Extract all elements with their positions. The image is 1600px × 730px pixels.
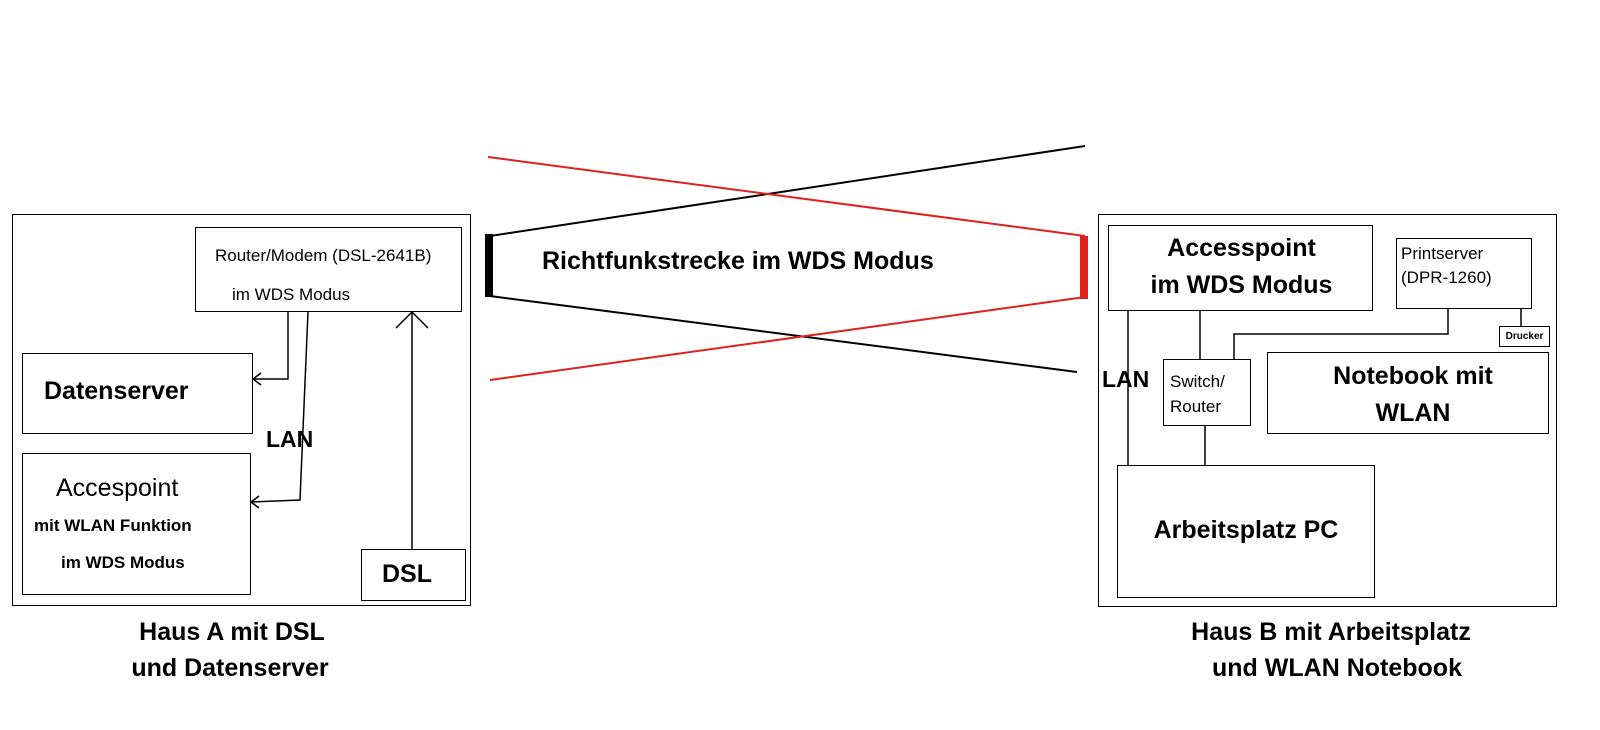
accesspoint-a-line2: mit WLAN Funktion xyxy=(34,516,192,535)
dataserver-box: Datenserver xyxy=(22,353,253,434)
router-label-line2: im WDS Modus xyxy=(232,285,351,304)
house-a-caption-line1: Haus A mit DSL xyxy=(139,618,325,646)
notebook-box: Notebook mit WLAN xyxy=(1267,352,1549,434)
switch-router-box: Switch/ Router xyxy=(1163,359,1251,426)
antenna-b xyxy=(1080,236,1088,299)
accesspoint-a-line3: im WDS Modus xyxy=(61,553,185,572)
accesspoint-b-box: Accesspoint im WDS Modus xyxy=(1108,225,1373,311)
house-a-caption-line2: und Datenserver xyxy=(131,654,329,682)
lan-label-b: LAN xyxy=(1102,366,1150,392)
arrow-dataserver xyxy=(251,372,262,386)
notebook-line2: WLAN xyxy=(1375,399,1451,427)
notebook-line1: Notebook mit xyxy=(1333,362,1493,390)
switch-line2: Router xyxy=(1170,397,1222,416)
beam-line-red-upper xyxy=(487,156,1086,237)
house-b-caption-line1: Haus B mit Arbeitsplatz xyxy=(1191,618,1471,646)
beam-line-black-lower xyxy=(489,295,1078,373)
accesspoint-b-line2: im WDS Modus xyxy=(1150,271,1333,299)
dsl-box: DSL xyxy=(361,549,466,601)
beam-line-red-lower xyxy=(489,296,1086,381)
house-b-frame xyxy=(1098,214,1557,607)
wire-switch-printserver xyxy=(1233,309,1449,359)
wire-router-accesspoint xyxy=(250,311,309,503)
pc-box: Arbeitsplatz PC xyxy=(1117,465,1375,598)
lan-label-a: LAN xyxy=(266,426,314,452)
wire-router-dataserver xyxy=(253,312,289,380)
antenna-a xyxy=(485,234,493,297)
printserver-line2: (DPR-1260) xyxy=(1401,268,1492,287)
router-modem-box: Router/Modem (DSL-2641B) im WDS Modus xyxy=(195,227,462,312)
printserver-box: Printserver (DPR-1260) xyxy=(1396,238,1532,309)
arrow-accesspoint xyxy=(249,495,260,509)
house-a-frame xyxy=(12,214,471,606)
accesspoint-b-line1: Accesspoint xyxy=(1167,234,1316,262)
printer-label: Drucker xyxy=(1505,331,1544,342)
dsl-label: DSL xyxy=(382,560,432,588)
beam-line-black-upper xyxy=(489,145,1086,237)
printer-box: Drucker xyxy=(1499,326,1550,347)
radio-link-label: Richtfunkstrecke im WDS Modus xyxy=(542,247,934,275)
arrow-router xyxy=(395,310,429,329)
router-label-line1: Router/Modem (DSL-2641B) xyxy=(215,246,432,265)
printserver-line1: Printserver xyxy=(1401,244,1484,263)
pc-label: Arbeitsplatz PC xyxy=(1153,516,1339,544)
switch-line1: Switch/ xyxy=(1170,372,1225,391)
dataserver-label: Datenserver xyxy=(44,377,189,405)
house-b-caption-line2: und WLAN Notebook xyxy=(1212,654,1462,682)
accesspoint-a-line1: Accespoint xyxy=(56,474,179,502)
accesspoint-a-box: Accespoint mit WLAN Funktion im WDS Modu… xyxy=(22,453,251,595)
